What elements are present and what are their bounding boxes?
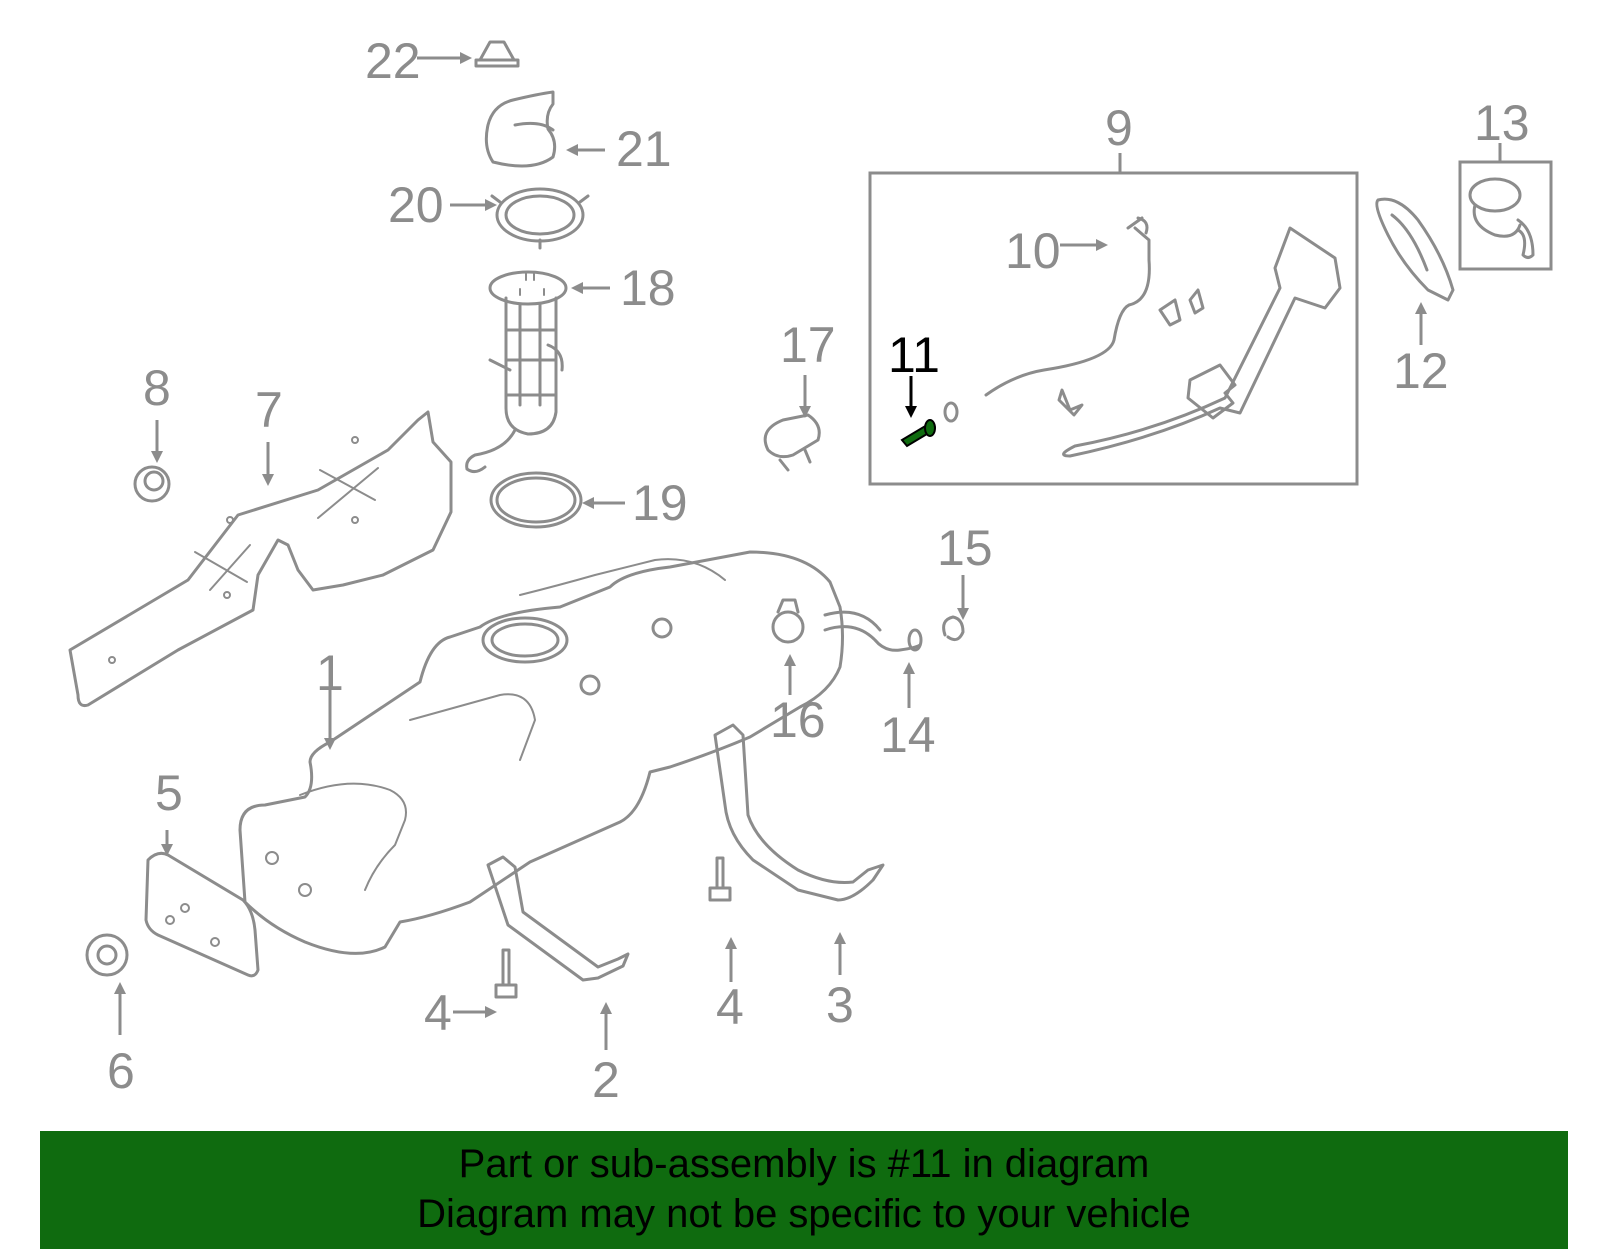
callout-5: 5 — [155, 765, 183, 821]
parts-diagram: 22 21 20 18 19 8 7 1 5 6 4 2 4 3 16 14 1… — [68, 33, 1553, 1108]
callout-11: 11 — [888, 327, 940, 383]
part-4-bolt-b[interactable] — [708, 856, 732, 902]
callout-14: 14 — [880, 707, 936, 763]
callout-labels: 22 21 20 18 19 8 7 1 5 6 4 2 4 3 16 14 1… — [107, 33, 1530, 1108]
part-1-fuel-tank[interactable] — [238, 550, 844, 955]
callout-13: 13 — [1474, 95, 1530, 151]
part-12-gasket[interactable] — [1375, 197, 1455, 302]
callout-7: 7 — [255, 382, 283, 438]
callout-6: 6 — [107, 1043, 135, 1099]
part-21-cover[interactable] — [484, 90, 557, 168]
callout-3: 3 — [826, 977, 854, 1033]
part-15-clamp[interactable] — [942, 615, 965, 642]
part-11-grommet[interactable] — [900, 419, 936, 448]
leader-arrows — [114, 52, 1502, 1050]
part-6-clip[interactable] — [85, 933, 129, 977]
part-13-box — [1458, 160, 1553, 271]
banner-line-2: Diagram may not be specific to your vehi… — [417, 1192, 1191, 1236]
part-20-lock-ring[interactable] — [490, 187, 590, 250]
callout-16: 16 — [770, 692, 826, 748]
part-5-shield[interactable] — [144, 851, 260, 978]
part-9-box — [868, 171, 1359, 486]
part-19-gasket[interactable] — [489, 471, 583, 529]
callout-15: 15 — [937, 520, 993, 576]
part-3-strap[interactable] — [713, 723, 885, 902]
part-22-nut[interactable] — [474, 40, 520, 68]
part-10-breather-tube[interactable] — [943, 216, 1151, 423]
part-16-clamp[interactable] — [771, 598, 805, 644]
part-4-bolt-a[interactable] — [494, 948, 518, 999]
part-17-clip[interactable] — [763, 413, 821, 472]
part-8-grommet[interactable] — [133, 465, 171, 503]
part-13-fuel-cap[interactable] — [1468, 177, 1535, 259]
callout-22: 22 — [365, 33, 421, 89]
callout-2: 2 — [592, 1052, 620, 1108]
callout-21: 21 — [616, 121, 672, 177]
callout-4-left: 4 — [424, 985, 452, 1041]
part-7-heat-shield[interactable] — [68, 410, 453, 707]
callout-1: 1 — [316, 645, 344, 701]
callout-17: 17 — [780, 317, 836, 373]
part-9-filler-tube[interactable] — [1057, 226, 1342, 458]
part-2-strap[interactable] — [486, 855, 630, 982]
callout-12: 12 — [1393, 343, 1449, 399]
callout-9: 9 — [1105, 100, 1133, 156]
callout-10: 10 — [1005, 223, 1061, 279]
info-banner: Part or sub-assembly is #11 in diagram D… — [40, 1131, 1568, 1249]
callout-19: 19 — [632, 475, 688, 531]
callout-20: 20 — [388, 177, 444, 233]
part-18-fuel-pump[interactable] — [465, 270, 568, 474]
callout-4-right: 4 — [716, 979, 744, 1035]
banner-line-1: Part or sub-assembly is #11 in diagram — [458, 1142, 1150, 1186]
part-14-hose[interactable] — [823, 610, 923, 652]
callout-8: 8 — [143, 360, 171, 416]
callout-18: 18 — [620, 260, 676, 316]
